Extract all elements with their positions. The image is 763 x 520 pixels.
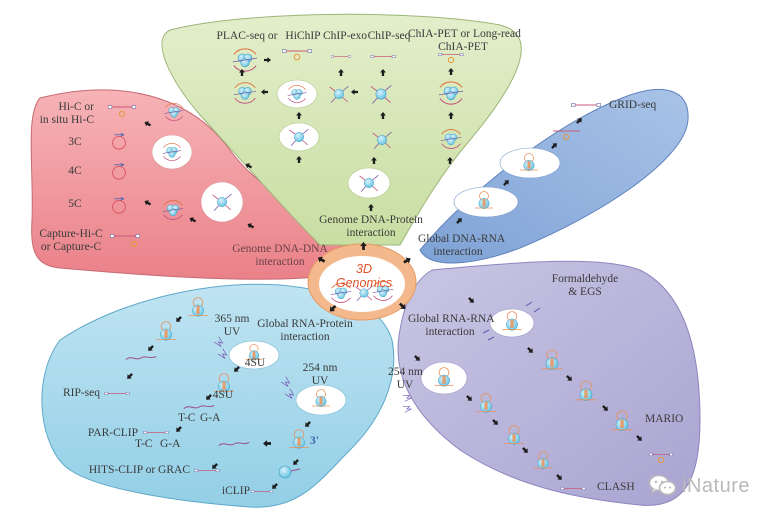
method-label-line: ChIA-PET xyxy=(438,41,488,53)
method-label-hichip: HiChIP xyxy=(285,30,321,42)
rr-uv-bolt-icon xyxy=(402,405,412,413)
method-label-line: or Capture-C xyxy=(40,241,102,253)
rr-crosslinker-glyph xyxy=(525,301,533,307)
rr-crosslinker-glyph xyxy=(487,336,495,341)
mutation-label-ga: G-A xyxy=(200,412,221,424)
region-title-line: interaction xyxy=(433,246,483,258)
method-label-hic: Hi-C or in situ Hi-C xyxy=(34,101,94,127)
mutation-label-tc: T-C xyxy=(178,412,196,424)
region-title-line: interaction xyxy=(280,331,330,343)
method-label-line: Hi-C or xyxy=(58,101,94,113)
uv-254-label-rna-rna: 254 nm UV xyxy=(388,366,423,392)
mutation-label-ga-read: G-A xyxy=(160,438,181,450)
region-title-dna-dna: Genome DNA-DNA interaction xyxy=(225,243,335,269)
region-title-line: Genome DNA-Protein xyxy=(319,214,423,226)
method-label-capture-hic: Capture-Hi-C or Capture-C xyxy=(32,228,110,254)
rp-protein-glyph xyxy=(278,465,292,479)
method-label-clash: CLASH xyxy=(597,481,635,493)
region-title-rna-rna: Global RNA-RNA interaction xyxy=(408,313,495,339)
mutation-label-tc-read: T-C xyxy=(135,438,153,450)
mario-biotin-glyph xyxy=(657,456,665,464)
wechat-icon xyxy=(648,474,677,496)
center-title-3d-genomics: 3D Genomics xyxy=(335,262,393,290)
uv-label-line: 254 nm xyxy=(302,362,338,374)
method-label-placseq: PLAC-seq or xyxy=(216,30,278,42)
method-label-line: ChIA-PET or Long-read xyxy=(408,28,521,40)
region-title-dna-protein: Genome DNA-Protein interaction xyxy=(316,214,426,240)
region-title-line: Genome DNA-DNA xyxy=(232,243,328,255)
uv-label-line: UV xyxy=(311,375,329,387)
method-label-5c: 5C xyxy=(68,198,82,210)
gridseq-read-glyph xyxy=(570,102,602,108)
uv-365-label: 365 nm UV xyxy=(210,313,254,339)
method-label-iclip: iCLIP xyxy=(221,485,250,497)
watermark-text: iNature xyxy=(682,474,750,497)
rr-crosslinker-glyph xyxy=(482,329,490,334)
region-title-dna-rna: Global DNA-RNA interaction xyxy=(418,233,506,259)
capture-biotin-glyph xyxy=(130,240,138,248)
label-3prime-end: 3' xyxy=(310,435,319,447)
chiapet-biotin-glyph xyxy=(447,56,455,64)
method-label-ripseq: RIP-seq xyxy=(62,387,100,399)
rp-rna-tail-glyph xyxy=(290,468,301,472)
rr-crosslinker-glyph xyxy=(533,307,541,313)
region-rna-rna xyxy=(397,260,701,506)
region-rna-protein xyxy=(41,283,395,508)
method-label-line: in situ Hi-C xyxy=(39,114,94,126)
uv-label-line: 365 nm xyxy=(214,313,250,325)
method-label-4c: 4C xyxy=(68,165,82,177)
method-label-chiapet: ChIA-PET or Long-read ChIA-PET xyxy=(408,28,521,54)
hic-biotin-glyph xyxy=(118,110,126,118)
region-title-line: Global RNA-Protein xyxy=(257,318,353,330)
uv-label-line: UV xyxy=(396,379,414,391)
dr-biotin-glyph xyxy=(562,133,570,141)
region-dna-protein xyxy=(161,13,522,246)
region-title-line: interaction xyxy=(425,326,475,338)
region-title-line: Global DNA-RNA xyxy=(418,233,506,245)
uv-label-line: UV xyxy=(223,326,241,338)
crosslinker-label-line: Formaldehyde xyxy=(551,273,619,285)
region-dna-dna xyxy=(30,89,347,280)
label-4su-bubble: 4SU xyxy=(244,357,266,369)
label-4su: 4SU xyxy=(212,389,234,401)
method-label-line: Capture-Hi-C xyxy=(39,228,103,240)
uv-254-label-rna-protein: 254 nm UV xyxy=(300,362,340,388)
region-title-line: interaction xyxy=(346,227,396,239)
method-label-3c: 3C xyxy=(68,136,82,148)
method-label-chipexo: ChIP-exo xyxy=(322,30,368,42)
method-label-parclip: PAR-CLIP xyxy=(87,427,138,439)
method-label-hitsclip-grac: HITS-CLIP or GRAC xyxy=(88,464,190,476)
region-title-line: interaction xyxy=(255,256,305,268)
region-title-rna-protein: Global RNA-Protein interaction xyxy=(253,318,357,344)
watermark: iNature xyxy=(648,474,750,498)
uv-label-line: 254 nm xyxy=(388,366,423,378)
hichip-biotin-glyph xyxy=(293,53,301,61)
method-label-mario: MARIO xyxy=(645,413,684,425)
crosslinker-label-formaldehyde-egs: Formaldehyde & EGS xyxy=(545,273,625,299)
method-label-gridseq: GRID-seq xyxy=(609,99,657,111)
region-title-line: Global RNA-RNA xyxy=(408,313,495,325)
crosslinker-label-line: & EGS xyxy=(568,286,602,298)
method-label-chipseq: ChIP-seq xyxy=(367,30,411,42)
